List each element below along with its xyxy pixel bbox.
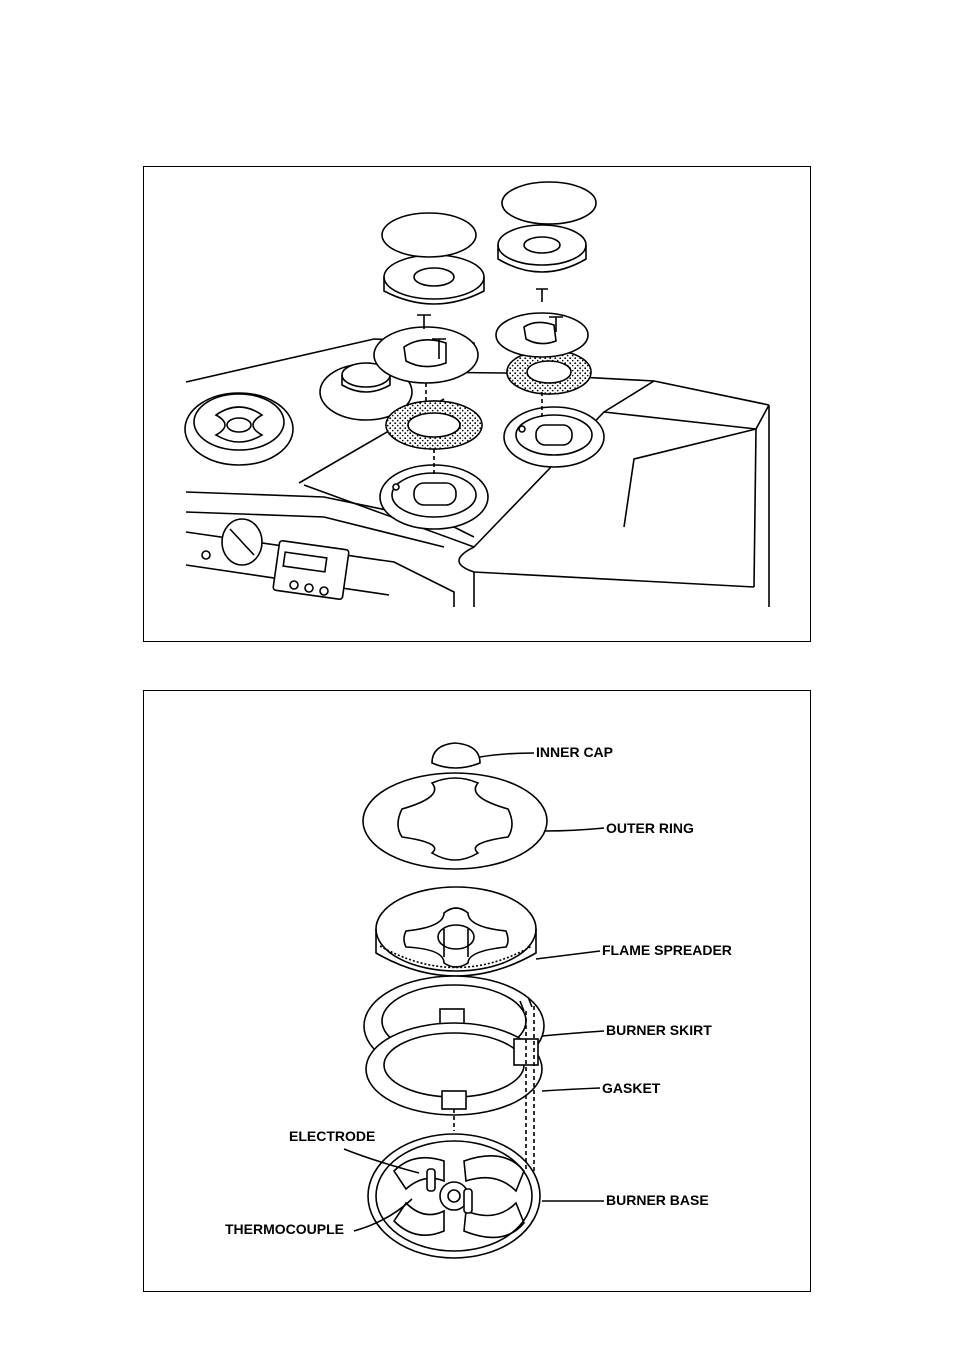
- hob-exploded-drawing: [184, 181, 770, 607]
- label-outer-ring: OUTER RING: [606, 820, 694, 836]
- control-panel: [185, 518, 455, 607]
- hob-burner-middle: [319, 362, 413, 421]
- hob-burner-base-right: [503, 406, 605, 468]
- burner-skirt: [495, 312, 589, 358]
- label-thermocouple: THERMOCOUPLE: [225, 1221, 344, 1237]
- label-electrode: ELECTRODE: [289, 1128, 376, 1144]
- leader-lines: [343, 752, 605, 1232]
- burner-exploded-panel: INNER CAP OUTER RING FLAME SPREADER BURN…: [143, 690, 811, 1292]
- burner-cap: [501, 181, 597, 225]
- burner-skirt: [373, 326, 479, 384]
- hob-top-surface: [185, 338, 770, 607]
- hob-burner-base-front: [379, 464, 489, 530]
- label-burner-base: BURNER BASE: [606, 1192, 709, 1208]
- gasket-part: [365, 1022, 543, 1116]
- hob-burner-left: [184, 392, 294, 466]
- hob-exploded-panel: [143, 166, 811, 642]
- label-burner-skirt: BURNER SKIRT: [606, 1022, 712, 1038]
- burner-cap: [381, 212, 477, 258]
- label-gasket: GASKET: [602, 1080, 661, 1096]
- inner-cap-part: [431, 742, 481, 769]
- label-inner-cap: INNER CAP: [536, 744, 614, 760]
- outer-ring-part: [362, 772, 548, 870]
- flame-spreader-part: [375, 886, 537, 977]
- exploded-stack-right: [495, 181, 597, 417]
- burner-exploded-drawing: [343, 742, 605, 1259]
- exploded-stack-left: [373, 212, 485, 477]
- label-flame-spreader: FLAME SPREADER: [602, 942, 732, 958]
- burner-base-part: [367, 1133, 541, 1259]
